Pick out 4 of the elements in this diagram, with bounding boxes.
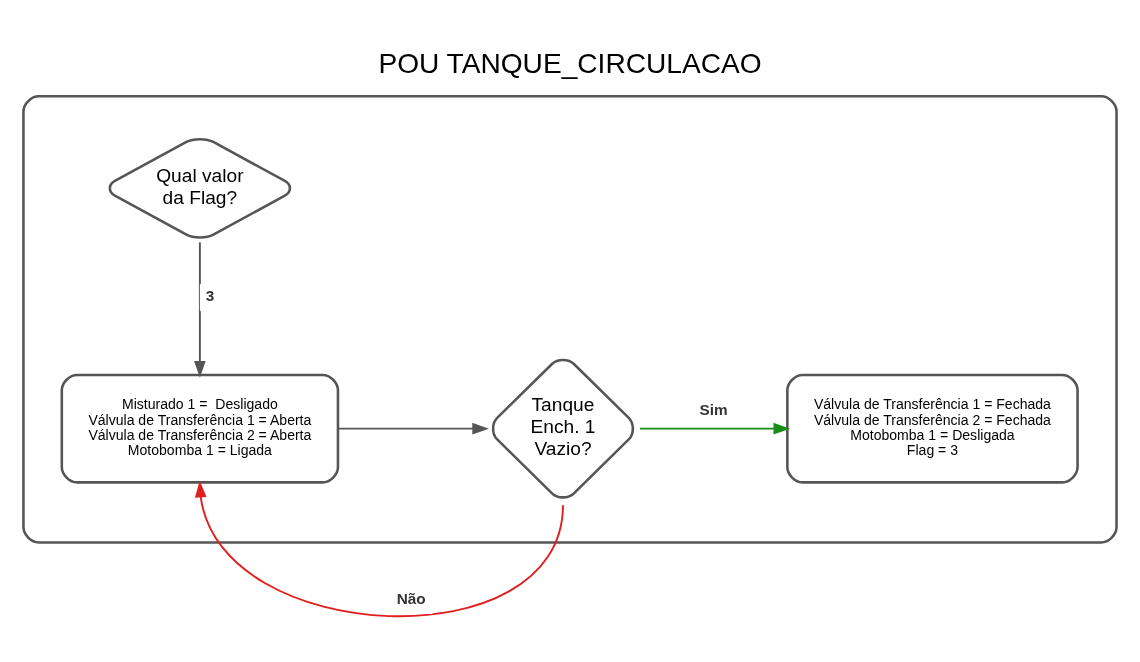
edge-label: Sim [699,400,728,418]
diagram-title: POU TANQUE_CIRCULACAO [378,47,762,79]
edge-label: Não [396,589,426,607]
edge-label: 3 [205,286,215,304]
